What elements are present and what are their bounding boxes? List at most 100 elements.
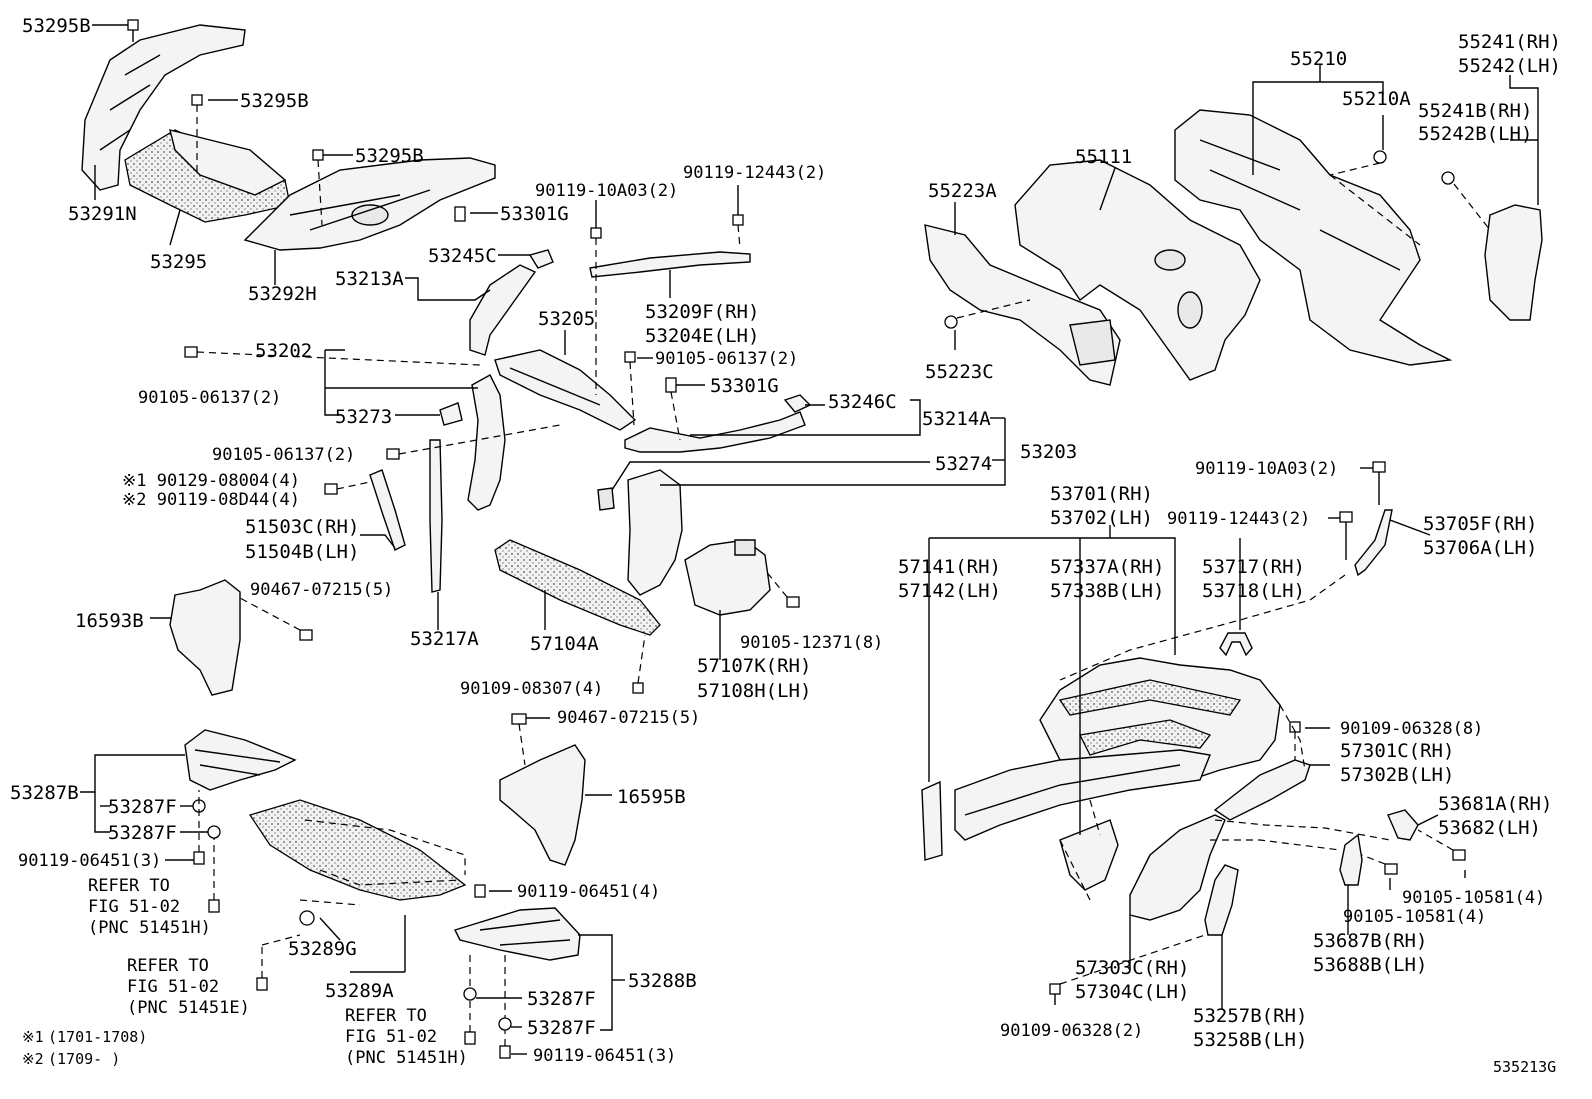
clip-53295b-2 [191,94,203,175]
clip-53287f-4 [498,1017,512,1031]
bolt-90467-07215-a [239,597,313,641]
cover-53288b [454,907,581,961]
label-55111: 55111 [1075,146,1132,168]
bracket-55241 [1484,204,1543,321]
dash-panel-55111 [1014,159,1261,381]
label-57303c: 57303C(RH) [1075,957,1189,979]
plate-57337a [921,780,943,861]
pillar-53202 [467,374,506,511]
label-53295b-3: 53295B [355,145,424,167]
label-57104a: 57104A [530,633,599,655]
footnote-1-range: (1701-1708) [48,1028,147,1046]
support-53274 [597,469,683,596]
label-51504b: 51504B(LH) [245,541,359,563]
label-90119-08d44: ※2 90119-08D44(4) [122,490,300,510]
bolt-90119-06451-c [474,884,486,898]
label-90119-06451-b: 90119-06451(4) [517,882,660,902]
label-55241b: 55241B(RH) [1418,100,1532,122]
label-pnc-51451e: (PNC 51451E) [127,998,250,1018]
label-53287f-2: 53287F [108,822,177,844]
label-90119-12443: 90119-12443(2) [683,163,826,183]
cover-53289a [248,799,467,901]
label-16593b: 16593B [75,610,144,632]
cowl-side-panel-53291n [81,24,246,191]
label-53246c: 53246C [828,391,897,413]
label-90109-06328-a: 90109-06328(8) [1340,719,1483,739]
label-90119-10a03-r: 90119-10A03(2) [1195,459,1338,479]
label-55210: 55210 [1290,48,1347,70]
bracket-57107k [684,539,771,616]
label-57338b: 57338B(LH) [1050,580,1164,602]
label-53682: 53682(LH) [1438,817,1541,839]
bolt-90119-10a03-r [1372,461,1386,505]
clip-53301g-2 [665,377,681,441]
bolt-90119-06451-b [208,838,220,913]
label-53706a: 53706A(LH) [1423,537,1537,559]
cowl-panel-53292h [243,157,496,251]
label-16595b: 16595B [617,786,686,808]
brace-53213a [469,264,537,356]
bolt-90105-12371 [764,569,800,608]
callout-labels: 53295B 53295B 53295B 53291N 53295 53292H… [10,15,1561,1068]
label-pnc-51451h-1: (PNC 51451H) [88,918,211,938]
bracket-53681a [1387,809,1419,841]
label-53288b: 53288B [628,970,697,992]
label-53287b: 53287B [10,782,79,804]
label-90109-06328-b: 90109-06328(2) [1000,1021,1143,1041]
plate-57337-lower [1059,819,1119,891]
cowl-top-panel-53295 [124,129,291,223]
label-90105-10581-b: 90105-10581(4) [1343,907,1486,927]
label-90129-08004: ※1 90129-08004(4) [122,471,300,491]
label-53718: 53718(LH) [1202,580,1305,602]
label-53702: 53702(LH) [1050,507,1153,529]
clip-53301g-1 [454,206,466,222]
clip-53287f-2 [207,825,221,839]
bolt-90105-06137-a [184,346,481,366]
label-53258b: 53258B(LH) [1193,1029,1307,1051]
label-53687b: 53687B(RH) [1313,930,1427,952]
label-53245c: 53245C [428,245,497,267]
bolt-51451h-b [464,1000,476,1045]
label-53295: 53295 [150,251,207,273]
label-53289a: 53289A [325,980,394,1002]
cross-member-57104a [494,539,661,636]
panel-55210 [1174,109,1453,366]
figure-code: 535213G [1493,1058,1556,1076]
label-53209f: 53209F(RH) [645,301,759,323]
side-member-57141 [954,749,1211,841]
label-90105-06137-b: 90105-06137(2) [655,349,798,369]
label-57141: 57141(RH) [898,556,1001,578]
label-fig-51-02-3: FIG 51-02 [345,1027,437,1047]
clip-53287f-3 [463,987,477,1001]
label-53273: 53273 [335,406,392,428]
label-53217a: 53217A [410,628,479,650]
footnote-2-range: (1709- ) [48,1050,120,1068]
label-90105-10581-a: 90105-10581(4) [1402,888,1545,908]
bolt-90105-10581-a [1417,829,1466,861]
bolt-90129-08004 [324,481,371,495]
label-53203: 53203 [1020,441,1077,463]
label-53301g-1: 53301G [500,203,569,225]
label-90119-10a03: 90119-10A03(2) [535,181,678,201]
label-90467-07215-a: 90467-07215(5) [250,580,393,600]
label-57302b: 57302B(LH) [1340,764,1454,786]
label-55223a: 55223A [928,180,997,202]
label-53205: 53205 [538,308,595,330]
label-90109-08307: 90109-08307(4) [460,679,603,699]
shield-16595b [499,744,586,866]
label-pnc-51451h-2: (PNC 51451H) [345,1048,468,1068]
label-53287f-3: 53287F [527,988,596,1010]
label-refer-to-1: REFER TO [88,876,170,896]
reinforcement-57301c [1213,759,1311,821]
stay-51503c [369,469,406,551]
label-90105-12371: 90105-12371(8) [740,633,883,653]
label-51503c: 51503C(RH) [245,516,359,538]
label-53291n: 53291N [68,203,137,225]
label-90105-06137-c: 90105-06137(2) [212,445,355,465]
label-refer-to-2: REFER TO [127,956,209,976]
bolt-90105-06137-b [624,351,636,426]
bracket-53717 [1219,632,1253,657]
label-55242: 55242(LH) [1458,55,1561,77]
